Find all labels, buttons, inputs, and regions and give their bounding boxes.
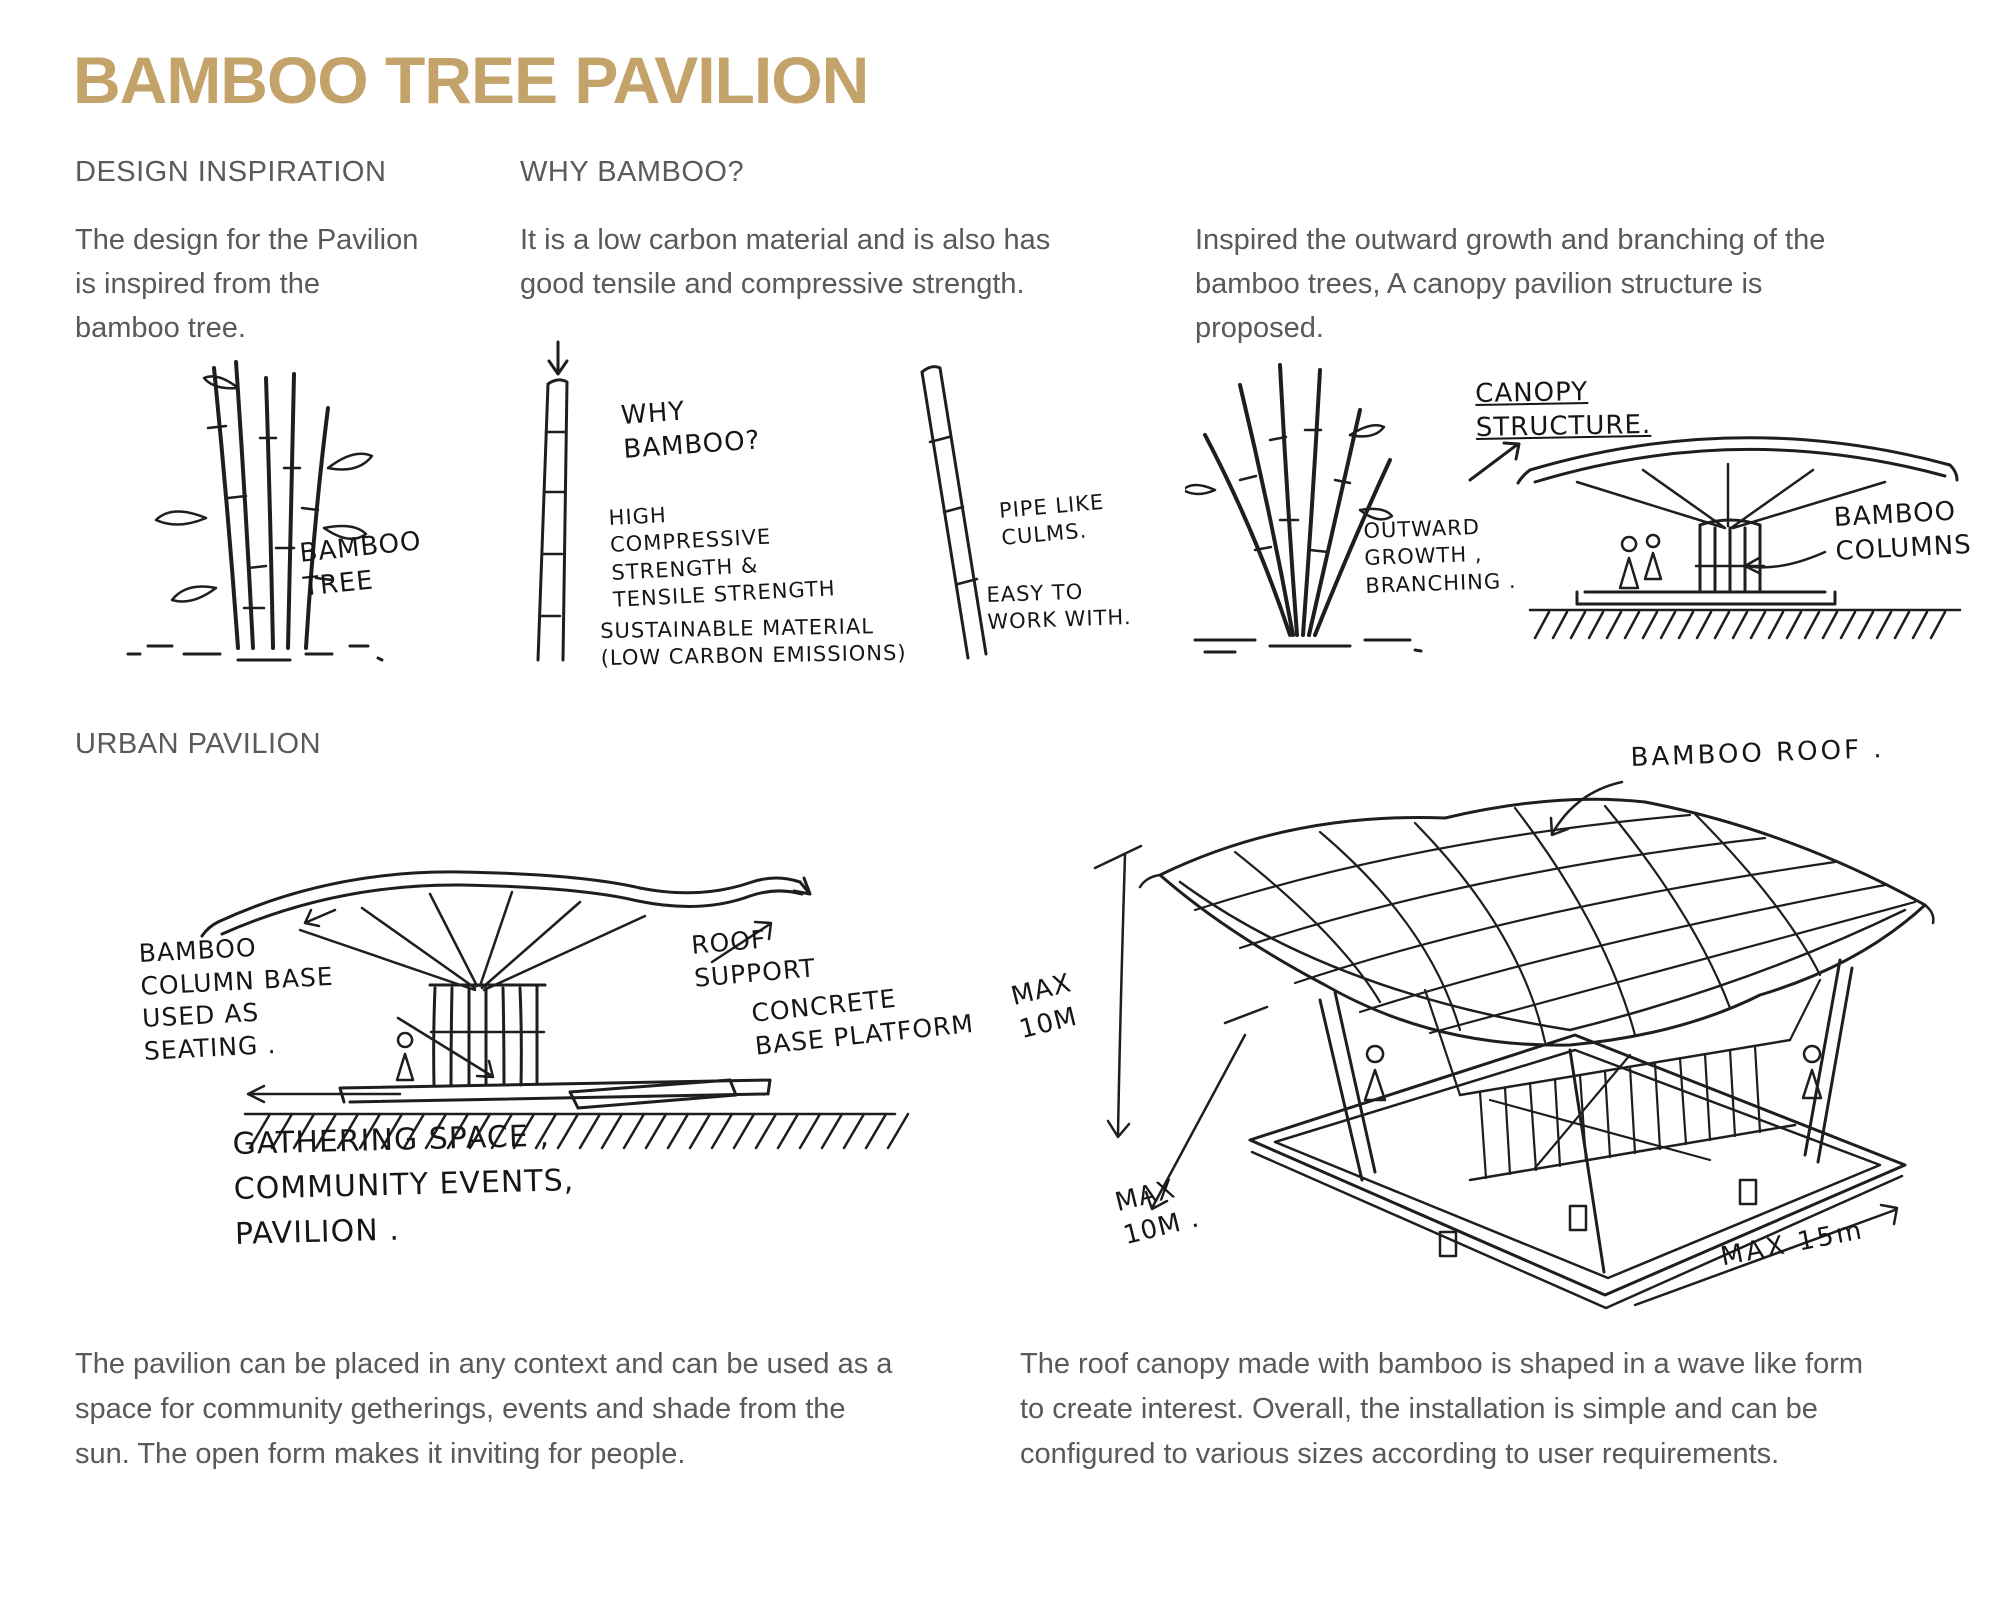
page-title: BAMBOO TREE PAVILION	[73, 43, 869, 117]
annotation-why-bamboo: WHY BAMBOO?	[620, 396, 762, 465]
annotation-column-base-seating: BAMBOO COLUMN BASE USED AS SEATING .	[138, 932, 335, 1066]
heading-urban-pavilion: URBAN PAVILION	[75, 728, 322, 760]
paragraph-design-inspiration: The design for the Pavilion is inspired …	[75, 224, 419, 344]
canopy-structure-sketch: OUTWARD GROWTH , BRANCHING . CANOPY STRU…	[1185, 340, 1985, 685]
bamboo-culms-drawing	[536, 340, 988, 662]
paragraph-why-bamboo: It is a low carbon material and is also …	[520, 224, 1051, 300]
annotation-strength: HIGH COMPRESSIVE STRENGTH & TENSILE STRE…	[608, 502, 837, 612]
pavilion-elevation-drawing	[200, 870, 910, 1150]
heading-design-inspiration: DESIGN INSPIRATION	[75, 156, 387, 188]
why-bamboo-sketch: WHY BAMBOO? HIGH COMPRESSIVE STRENGTH & …	[520, 340, 1160, 685]
bamboo-tree-drawing	[126, 360, 384, 662]
pavilion-isometric-drawing	[1093, 780, 1935, 1310]
bamboo-tree-sketch: BAMBOO TREE	[88, 348, 448, 668]
paragraph-canopy-intro: Inspired the outward growth and branchin…	[1195, 224, 1826, 344]
annotation-gathering-space: GATHERING SPACE , COMMUNITY EVENTS, PAVI…	[232, 1118, 575, 1252]
annotation-canopy-structure: CANOPY STRUCTURE.	[1475, 377, 1652, 443]
annotation-pipe-like: PIPE LIKE CULMS.	[998, 489, 1106, 551]
annotation-sustainable: SUSTAINABLE MATERIAL (LOW CARBON EMISSIO…	[600, 614, 907, 671]
annotation-outward-growth: OUTWARD GROWTH , BRANCHING .	[1363, 514, 1517, 598]
paragraph-footer-right: The roof canopy made with bamboo is shap…	[1020, 1348, 1864, 1470]
annotation-bamboo-columns: BAMBOO COLUMNS	[1833, 496, 1973, 567]
urban-pavilion-elevation-sketch: BAMBOO COLUMN BASE USED AS SEATING . ROO…	[100, 830, 1010, 1270]
annotation-roof-support: ROOF SUPPORT	[690, 924, 817, 993]
canopy-structure-drawing	[1185, 363, 1962, 654]
annotation-bamboo-tree: BAMBOO TREE	[298, 526, 423, 603]
pavilion-isometric-sketch: BAMBOO ROOF . MAX 10M MAX 10M . MAX 15m	[990, 734, 1990, 1340]
heading-why-bamboo: WHY BAMBOO?	[520, 156, 745, 188]
annotation-easy-to-work: EASY TO WORK WITH.	[986, 579, 1132, 635]
paragraph-footer-left: The pavilion can be placed in any contex…	[75, 1348, 893, 1470]
